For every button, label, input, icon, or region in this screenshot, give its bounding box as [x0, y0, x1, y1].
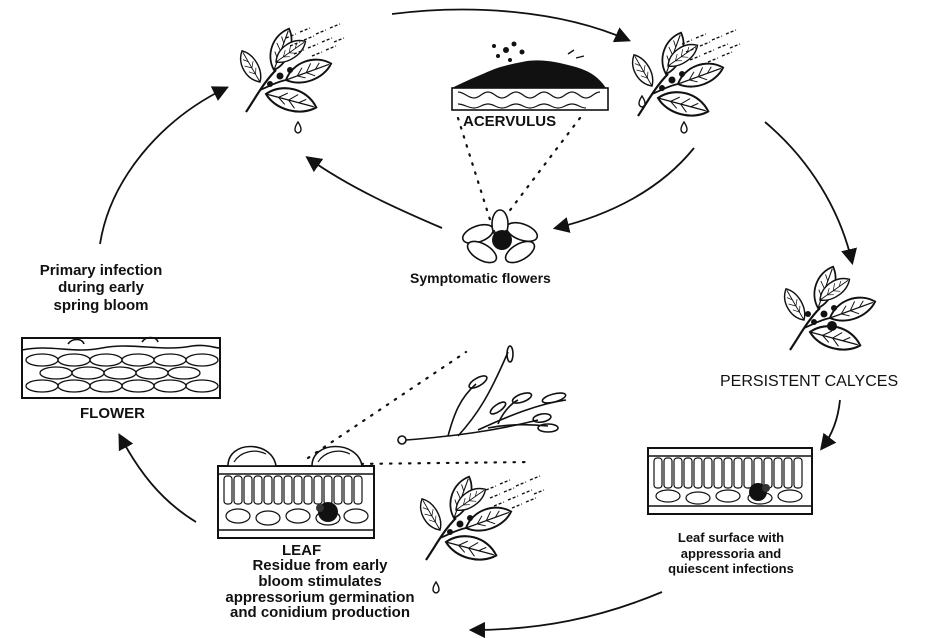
arrow-bottom — [472, 592, 662, 630]
residue-line-3: appressorium germination — [170, 590, 470, 606]
arrow-top-right-down — [765, 122, 852, 262]
leaf-surface-line-2: appressoria and — [626, 546, 836, 562]
primary-infection-label: Primary infection during early spring bl… — [6, 262, 196, 314]
flower-tissue-icon — [22, 338, 220, 399]
sprig-icon-top-left — [235, 24, 344, 133]
leaf-surface-label: Leaf surface with appressoria and quiesc… — [626, 530, 836, 577]
flower-label: FLOWER — [80, 405, 145, 422]
leaf-surface-line-3: quiescent infections — [626, 561, 836, 577]
leaf-tissue-icon — [218, 447, 374, 539]
arrow-center-left — [308, 158, 442, 228]
germinating-conidium-icon — [398, 346, 567, 444]
persistent-calyces-icon — [779, 263, 878, 355]
arrow-left-side — [100, 88, 226, 244]
persistent-calyces-label: PERSISTENT CALYCES — [720, 373, 898, 391]
residue-line-1: Residue from early — [170, 558, 470, 574]
residue-line-2: bloom stimulates — [170, 574, 470, 590]
primary-infection-line-2: during early — [6, 279, 196, 296]
arrow-left-up — [120, 436, 196, 522]
primary-infection-line-3: spring bloom — [6, 297, 196, 314]
arrow-top — [392, 10, 628, 40]
leaf-surface-line-1: Leaf surface with — [626, 530, 836, 546]
symptomatic-flower-icon — [460, 210, 540, 267]
leaf-surface-tissue-icon — [648, 448, 812, 514]
acervulus-icon — [452, 42, 608, 111]
primary-infection-line-1: Primary infection — [6, 262, 196, 279]
symptomatic-flowers-label: Symptomatic flowers — [410, 270, 551, 286]
sprig-icon-top-right — [627, 29, 740, 133]
arrow-center-right — [556, 148, 694, 228]
acervulus-label: ACERVULUS — [463, 113, 556, 130]
residue-label: Residue from early bloom stimulates appr… — [170, 558, 470, 621]
residue-line-4: and conidium production — [170, 605, 470, 621]
arrow-right-down — [822, 400, 840, 448]
